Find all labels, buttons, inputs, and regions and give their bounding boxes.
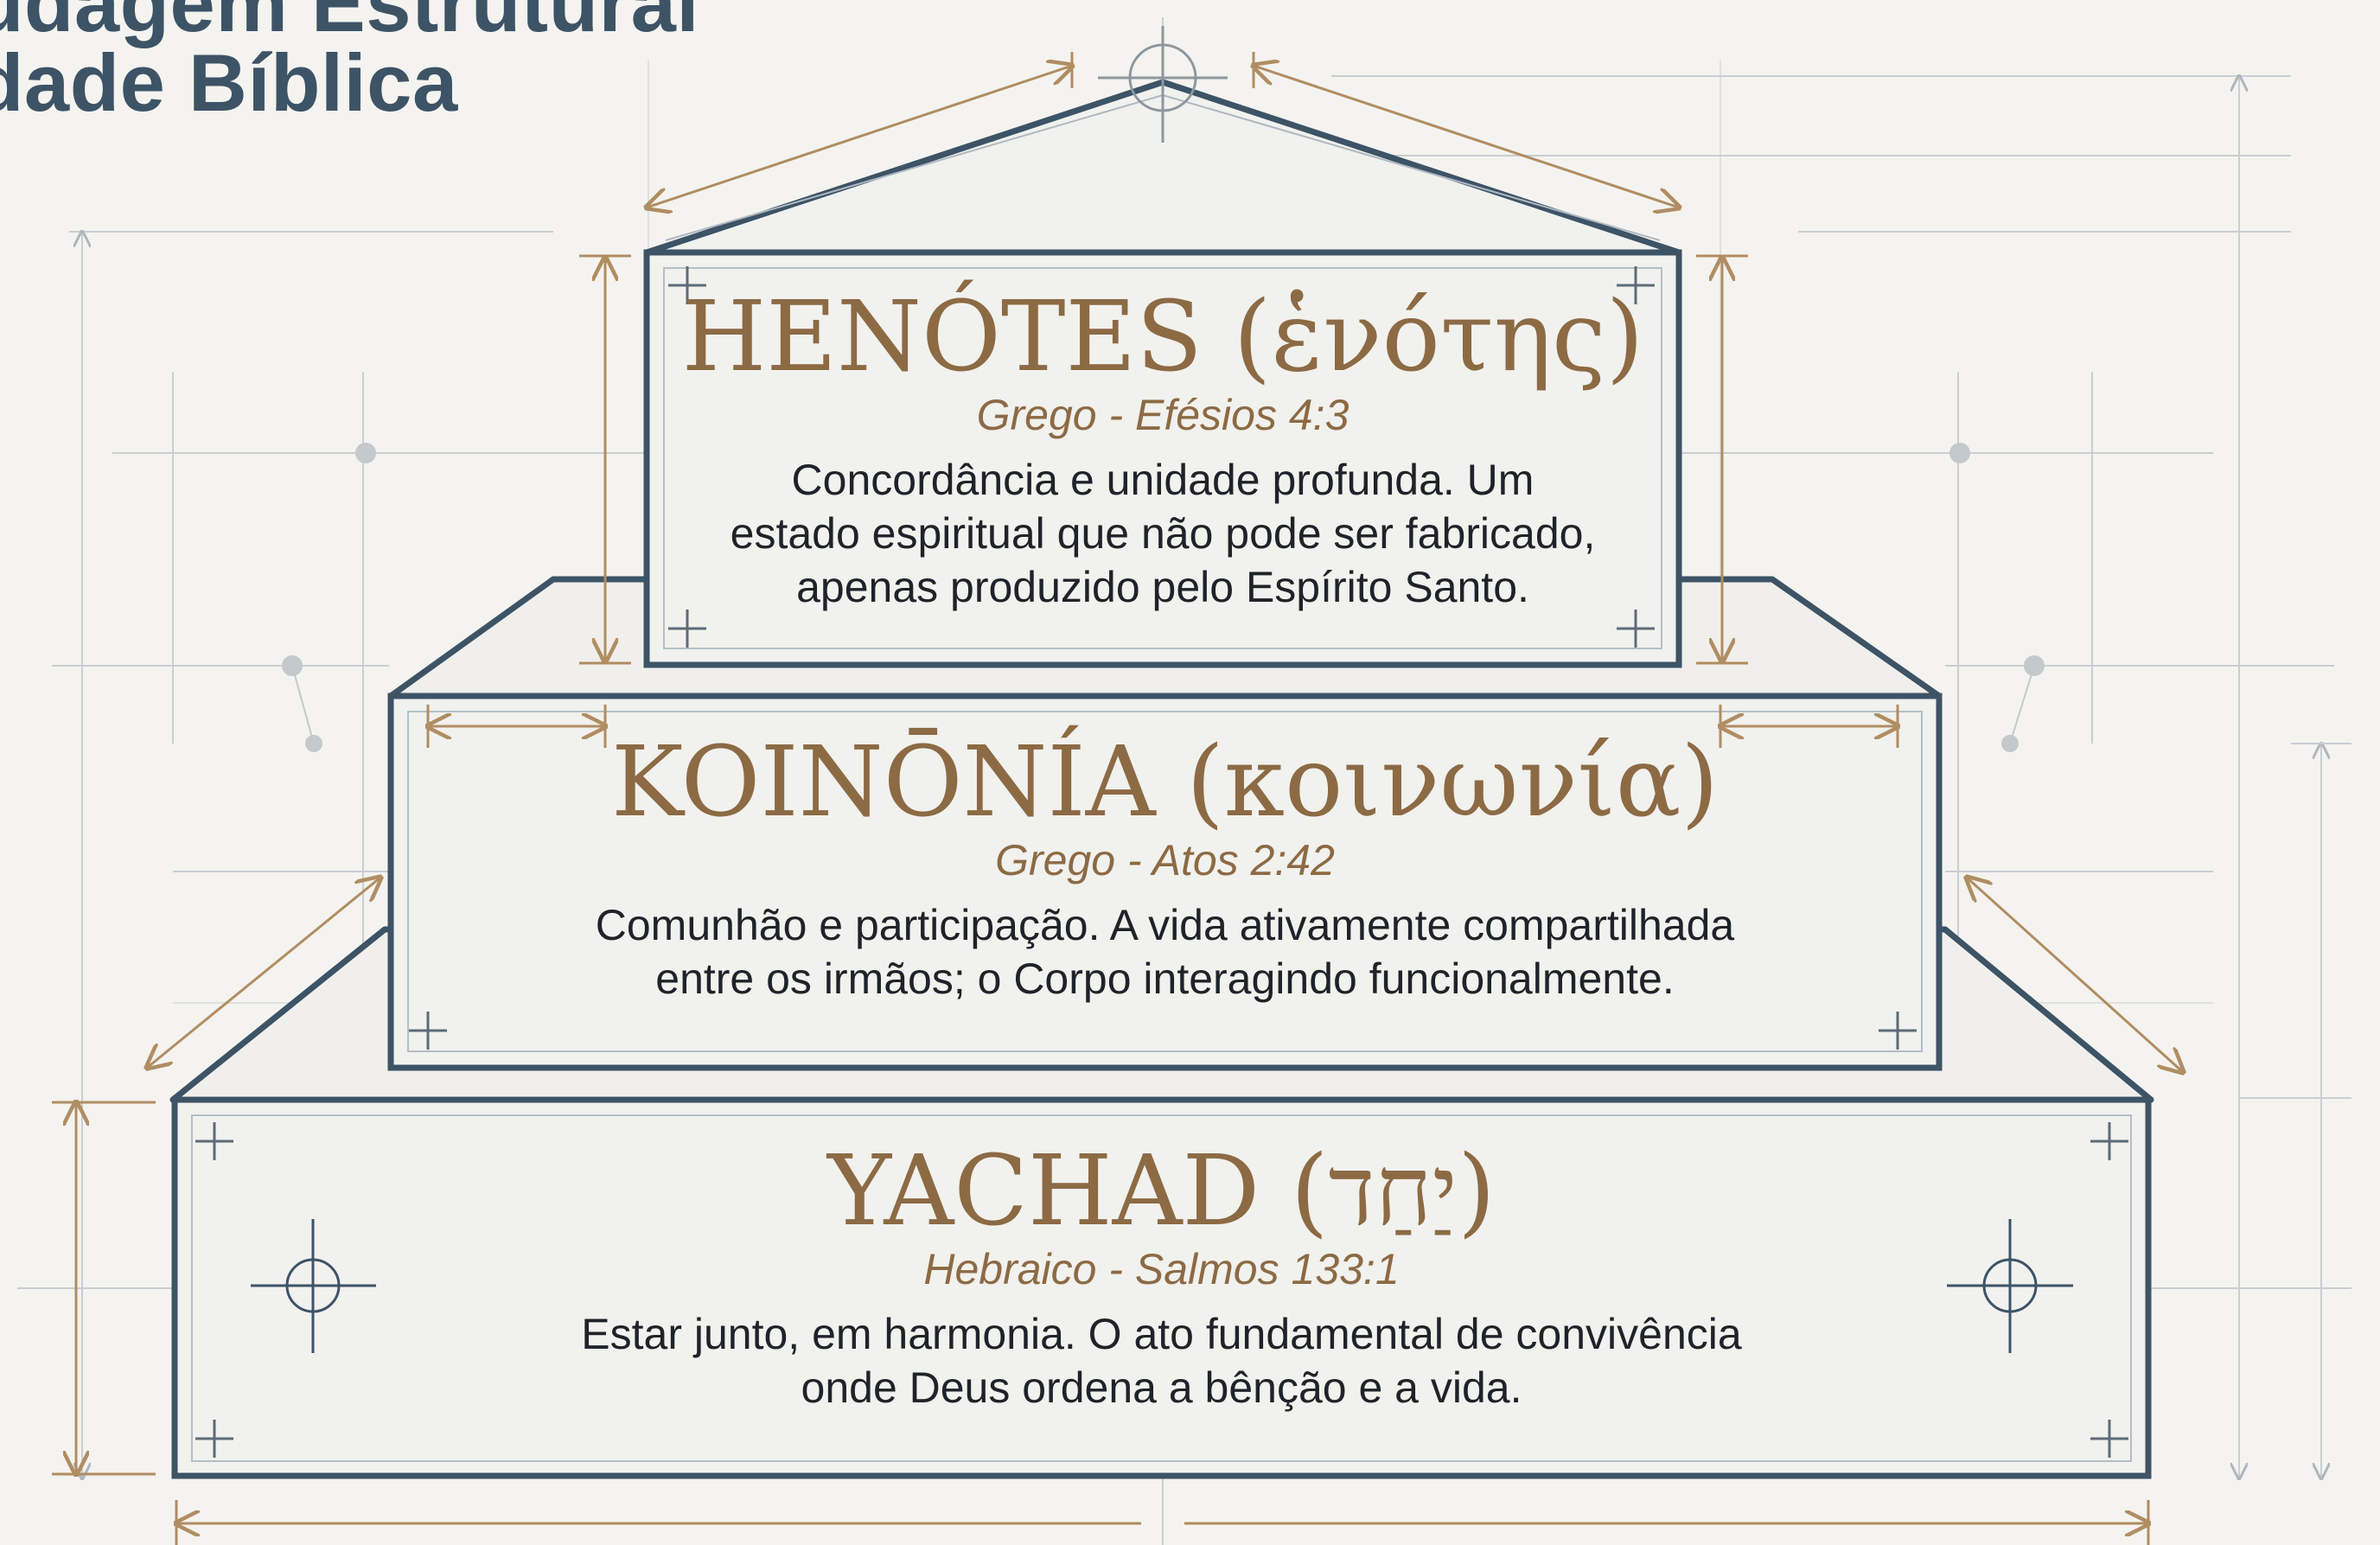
tier-term: HENÓTES (ἑνότης) xyxy=(681,281,1644,393)
tier-description: Concordância e unidade profunda. Um esta… xyxy=(647,453,1679,614)
tier-term: YACHAD (יַחַד) xyxy=(827,1135,1496,1248)
tier-source: Grego - Atos 2:42 xyxy=(995,836,1335,884)
title-line-2: dade Bíblica xyxy=(0,37,458,128)
tier-henotes: HENÓTES (ἑνότης) Grego - Efésios 4:3 Con… xyxy=(647,285,1679,614)
crosshair-left-icon xyxy=(251,1219,376,1353)
tier-term: KOINŌNÍA (κοινωνία) xyxy=(610,726,1720,839)
description-line: apenas produzido pelo Espírito Santo. xyxy=(796,563,1529,611)
guide-nodes xyxy=(282,443,2045,752)
page-title: udagem Estrutural dade Bíblica xyxy=(0,0,699,128)
description-line: entre os irmãos; o Corpo interagindo fun… xyxy=(655,954,1675,1003)
description-line: onde Deus ordena a bênção e a vida. xyxy=(801,1363,1522,1412)
crosshair-right-icon xyxy=(1947,1219,2073,1353)
tier-source: Hebraico - Salmos 133:1 xyxy=(923,1245,1400,1293)
apex-target xyxy=(1098,26,1228,143)
tier-henotes-frame xyxy=(579,249,1748,668)
tier-description: Estar junto, em harmonia. O ato fundamen… xyxy=(175,1307,2148,1414)
corner-marks xyxy=(195,1122,2128,1458)
description-line: Estar junto, em harmonia. O ato fundamen… xyxy=(581,1310,1742,1358)
description-line: Comunhão e participação. A vida ativamen… xyxy=(595,901,1735,949)
description-line: estado espiritual que não pode ser fabri… xyxy=(730,509,1596,558)
corner-marks xyxy=(668,266,1655,648)
tier-source: Grego - Efésios 4:3 xyxy=(976,391,1350,439)
description-line: Concordância e unidade profunda. Um xyxy=(791,456,1535,504)
tier-yachad: YACHAD (יַחַד) Hebraico - Salmos 133:1 E… xyxy=(175,1140,2148,1414)
title-line-1: udagem Estrutural xyxy=(0,0,699,48)
tier-koinonia: KOINŌNÍA (κοινωνία) Grego - Atos 2:42 Co… xyxy=(391,731,1939,1006)
corner-marks xyxy=(409,1012,1917,1050)
tier-description: Comunhão e participação. A vida ativamen… xyxy=(391,898,1939,1006)
roof xyxy=(647,26,1679,256)
